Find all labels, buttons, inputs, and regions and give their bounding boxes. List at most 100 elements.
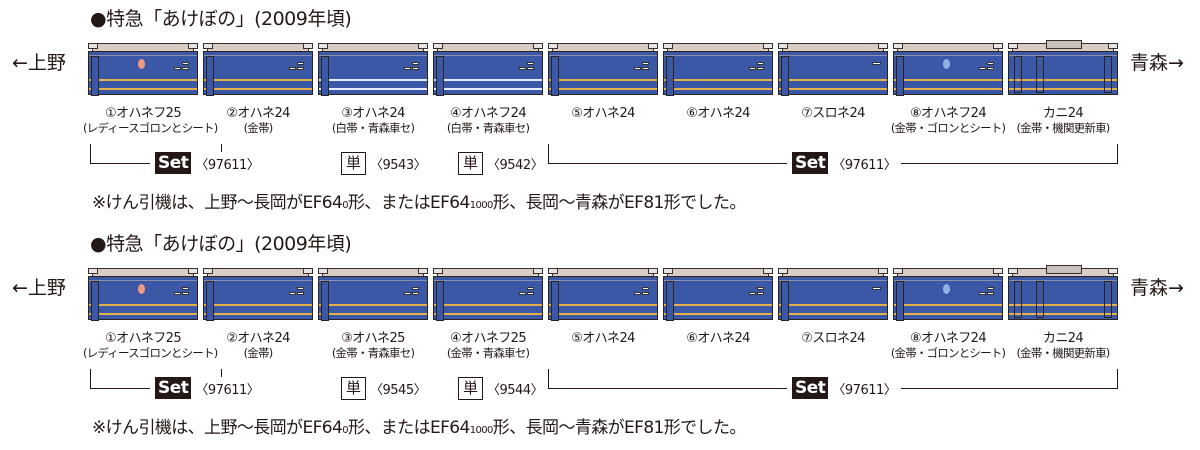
car-roof — [893, 268, 1003, 277]
car-body — [1008, 51, 1118, 95]
car-mark-icon — [943, 284, 950, 294]
car-model: スロネ24 — [812, 331, 865, 346]
car-label: ⑦スロネ24 — [773, 331, 893, 346]
car-model: オハネ24 — [697, 106, 750, 121]
car-number: ⑧ — [909, 106, 922, 121]
train-car-icon — [203, 268, 313, 321]
car-mark-icon — [138, 284, 145, 294]
section-title: ●特急「あけぼの」(2009年頃) — [90, 8, 352, 30]
car-door — [206, 281, 214, 321]
car-model: オハネフ24 — [461, 106, 527, 121]
car-note: (白帯・青森車セ) — [446, 121, 530, 135]
car-stripe — [319, 304, 427, 306]
car-note: (金帯・ゴロンとシート) — [890, 346, 1006, 360]
car-note: (金帯) — [243, 121, 274, 135]
train-car-icon — [1008, 265, 1118, 320]
car-note: (金帯・青森車セ) — [331, 346, 415, 360]
car-door — [666, 56, 674, 96]
car-door — [896, 56, 904, 96]
car-label: ③オハネ24(白帯・青森車セ) — [313, 106, 433, 136]
locomotive-note: ※けん引機は、上野～長岡がEF640形、またはEF641000形、長岡～青森がE… — [92, 188, 746, 213]
car-body — [88, 276, 198, 320]
car-body — [433, 276, 543, 320]
set-badge: Set — [792, 152, 829, 174]
car-body — [663, 276, 773, 320]
car-label: ①オハネフ25(レディースゴロンとシート) — [83, 331, 218, 361]
car-label: ⑦スロネ24 — [773, 106, 893, 121]
car-note: (レディースゴロンとシート) — [83, 121, 218, 135]
car-door — [781, 281, 789, 321]
car-label: ⑤オハネ24 — [543, 331, 663, 346]
car-label: ⑧オハネフ24(金帯・ゴロンとシート) — [888, 106, 1008, 136]
train-car-icon — [433, 268, 543, 321]
car-name: ⑥オハネ24 — [658, 106, 778, 121]
car-label: ⑥オハネ24 — [658, 331, 778, 346]
car-note: (レディースゴロンとシート) — [83, 346, 218, 360]
car-roof — [663, 268, 773, 277]
car-label: ④オハネフ25(金帯・青森車セ) — [428, 331, 548, 361]
car-model: オハネフ24 — [921, 331, 987, 346]
product-code: 〈9543〉 — [370, 158, 427, 173]
car-number: ① — [104, 331, 117, 346]
car-name: ⑦スロネ24 — [773, 106, 893, 121]
single-badge: 単 — [458, 152, 484, 175]
car-stripe — [664, 304, 772, 306]
car-model: オハネ25 — [352, 331, 405, 346]
car-label: ⑤オハネ24 — [543, 106, 663, 121]
car-name: ③オハネ25 — [313, 331, 433, 346]
car-roof — [893, 43, 1003, 52]
car-door — [551, 281, 559, 321]
note-text: ※けん引機は、上野～長岡がEF64 — [92, 418, 343, 438]
car-model: カニ24 — [1042, 331, 1084, 346]
train-car-icon — [203, 43, 313, 96]
single-badge: 単 — [341, 152, 367, 175]
car-note: (金帯・機関更新車) — [1016, 346, 1111, 360]
car-label: ③オハネ25(金帯・青森車セ) — [313, 331, 433, 361]
car-number: ③ — [341, 331, 353, 346]
car-number: ⑧ — [909, 331, 922, 346]
car-name: ⑥オハネ24 — [658, 331, 778, 346]
set-product-tag: Set〈97611〉 — [787, 152, 902, 174]
formation-section: ●特急「あけぼの」(2009年頃)←上野青森→①オハネフ25(レディースゴロンと… — [12, 8, 1184, 213]
car-name: ③オハネ24 — [313, 106, 433, 121]
note-text: ※けん引機は、上野～長岡がEF64 — [92, 193, 343, 213]
car-label: ④オハネフ24(白帯・青森車セ) — [428, 106, 548, 136]
train-car-icon — [88, 43, 198, 96]
single-product-tag: 単〈9543〉 — [336, 152, 432, 175]
car-door — [436, 56, 444, 96]
train-car-icon — [893, 43, 1003, 96]
car-stripe — [434, 304, 542, 306]
car-number: ⑥ — [686, 331, 698, 346]
train-car-icon — [663, 268, 773, 321]
car-body — [663, 51, 773, 95]
car-name: ⑧オハネフ24 — [888, 331, 1008, 346]
train-car-icon — [778, 43, 888, 96]
note-text: 1000 — [469, 200, 494, 211]
product-code: 〈97611〉 — [195, 157, 260, 173]
car-name: ①オハネフ25 — [83, 331, 203, 346]
train-car-icon — [893, 268, 1003, 321]
car-name: ⑤オハネ24 — [543, 331, 663, 346]
car-label: ②オハネ24(金帯) — [198, 106, 318, 136]
car-body — [433, 51, 543, 95]
car-number: ⑦ — [801, 106, 813, 121]
car-door — [666, 281, 674, 321]
car-number: ④ — [449, 106, 462, 121]
single-product-tag: 単〈9542〉 — [453, 152, 549, 175]
car-number: ⑦ — [801, 331, 813, 346]
car-model: オハネ24 — [352, 106, 405, 121]
direction-ueno-label: ←上野 — [12, 52, 66, 74]
car-roof — [433, 43, 543, 52]
car-model: オハネフ25 — [461, 331, 527, 346]
product-code: 〈9545〉 — [370, 383, 427, 398]
car-roof — [88, 43, 198, 52]
car-stripe — [779, 304, 887, 306]
note-text: 0 — [342, 200, 348, 211]
car-name: カニ24 — [1003, 331, 1123, 346]
car-stripe — [1009, 79, 1117, 81]
car-stripe — [894, 79, 1002, 81]
train-car-icon — [433, 43, 543, 96]
car-stripe — [434, 79, 542, 81]
car-stripe — [664, 79, 772, 81]
car-number: ⑤ — [571, 106, 583, 121]
